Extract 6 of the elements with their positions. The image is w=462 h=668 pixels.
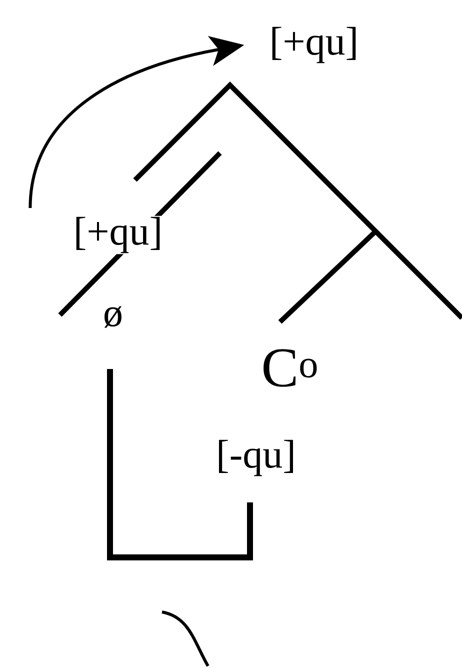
node-label: [+qu] bbox=[268, 26, 360, 64]
node-label: C$^{o}$ bbox=[260, 348, 320, 388]
node-label: ø bbox=[102, 305, 124, 329]
node-label: [+qu] bbox=[72, 216, 164, 254]
node-label: [-qu] bbox=[215, 438, 297, 478]
movement-line bbox=[107, 369, 253, 560]
